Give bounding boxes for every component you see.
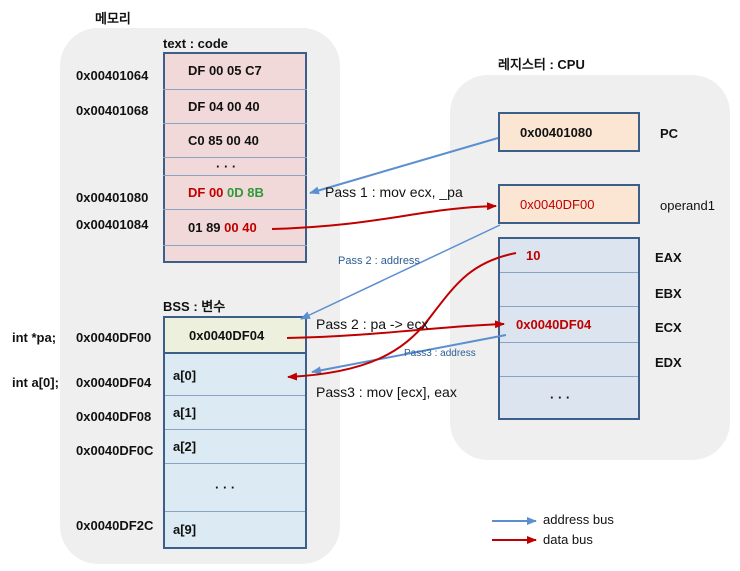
cpu-title: 레지스터 : CPU	[498, 57, 585, 72]
text-row: DF 00 05 C7	[163, 52, 307, 90]
memory-title: 메모리	[95, 11, 131, 26]
text-row: DF 04 00 40	[163, 90, 307, 124]
edx-label: EDX	[655, 355, 682, 370]
general-registers	[498, 237, 640, 420]
eax-value: 10	[526, 248, 541, 263]
pass1-label: Pass 1 : mov ecx, _pa	[325, 184, 463, 200]
eax-label: EAX	[655, 250, 682, 265]
text-row: C0 85 00 40	[163, 124, 307, 158]
text-row-opcode: DF 00	[188, 185, 224, 200]
pass1-data-arrow	[271, 202, 497, 230]
pc-value: 0x00401080	[520, 124, 593, 140]
ebx-label: EBX	[655, 286, 682, 301]
edx-register	[500, 343, 638, 377]
registers-ellipsis: · · ·	[500, 377, 638, 418]
ellipsis: · · ·	[216, 159, 237, 174]
bss-row: a[2]	[165, 430, 305, 464]
ebx-register	[500, 273, 638, 307]
bss-row-ellipsis: · · ·	[165, 464, 305, 512]
text-row-operand: 0D 8B	[227, 185, 264, 200]
pass3-address-label: Pass3 : address	[404, 348, 476, 359]
pass1-address-arrow	[309, 137, 499, 195]
bss-row-value: a[1]	[173, 405, 197, 420]
pass2-data-arrow	[286, 320, 505, 339]
pc-register: 0x00401080	[498, 112, 640, 152]
address-label: 0x00401080	[76, 190, 149, 205]
bss-row-value: a[9]	[173, 522, 197, 537]
eax-register: 10	[500, 239, 638, 273]
ellipsis: · · ·	[215, 480, 236, 495]
bss-segment-title: BSS : 변수	[163, 299, 226, 314]
text-segment-title: text : code	[163, 36, 229, 51]
address-label: 0x00401064	[76, 68, 149, 83]
pc-label: PC	[660, 126, 679, 141]
text-row-operand: 00 40	[224, 220, 257, 235]
bss-row-pointer: 0x0040DF04	[165, 318, 305, 354]
operand-register: 0x0040DF00	[498, 184, 640, 224]
legend-address-bus: address bus	[543, 512, 614, 527]
bss-segment-table	[163, 316, 307, 549]
bss-row: a[9]	[165, 512, 305, 547]
ecx-label: ECX	[655, 320, 682, 335]
text-row-ellipsis: · · ·	[163, 158, 307, 176]
ecx-register: 0x0040DF04	[500, 307, 638, 343]
text-row-value: DF 00 05 C7	[188, 63, 262, 78]
bss-row-value: a[2]	[173, 439, 197, 454]
pass3-data-arrow	[287, 252, 517, 381]
text-row: DF 00 0D 8B	[163, 176, 307, 210]
text-row-bytes: 01 89	[188, 220, 221, 235]
bss-row-value: a[0]	[173, 368, 197, 383]
address-label: 0x0040DF0C	[76, 443, 154, 458]
text-row: 01 89 00 40	[163, 210, 307, 246]
text-row-value: DF 04 00 40	[188, 99, 260, 114]
address-label: 0x00401068	[76, 103, 149, 118]
operand-value: 0x0040DF00	[520, 196, 595, 212]
ecx-value: 0x0040DF04	[516, 317, 592, 332]
pass2-address-arrow	[300, 224, 501, 320]
address-label: 0x0040DF2C	[76, 518, 154, 533]
operand-label: operand1	[660, 198, 715, 213]
pass3-label: Pass3 : mov [ecx], eax	[316, 384, 457, 400]
pass3-address-arrow	[311, 334, 507, 375]
pass2-label: Pass 2 : pa -> ecx	[316, 316, 429, 332]
address-label: 0x0040DF00	[76, 330, 152, 345]
address-label: 0x0040DF08	[76, 409, 152, 424]
bss-row: a[0]	[165, 356, 305, 396]
ellipsis: · · ·	[550, 390, 571, 405]
variable-declaration: int a[0];	[12, 375, 59, 390]
bss-row: a[1]	[165, 396, 305, 430]
pass2-address-label: Pass 2 : address	[338, 255, 420, 267]
legend-data-bus: data bus	[543, 532, 593, 547]
address-label: 0x00401084	[76, 217, 149, 232]
bss-row-value: 0x0040DF04	[189, 327, 265, 343]
text-row-value: C0 85 00 40	[188, 133, 259, 148]
variable-declaration: int *pa;	[12, 330, 57, 345]
address-label: 0x0040DF04	[76, 375, 152, 390]
